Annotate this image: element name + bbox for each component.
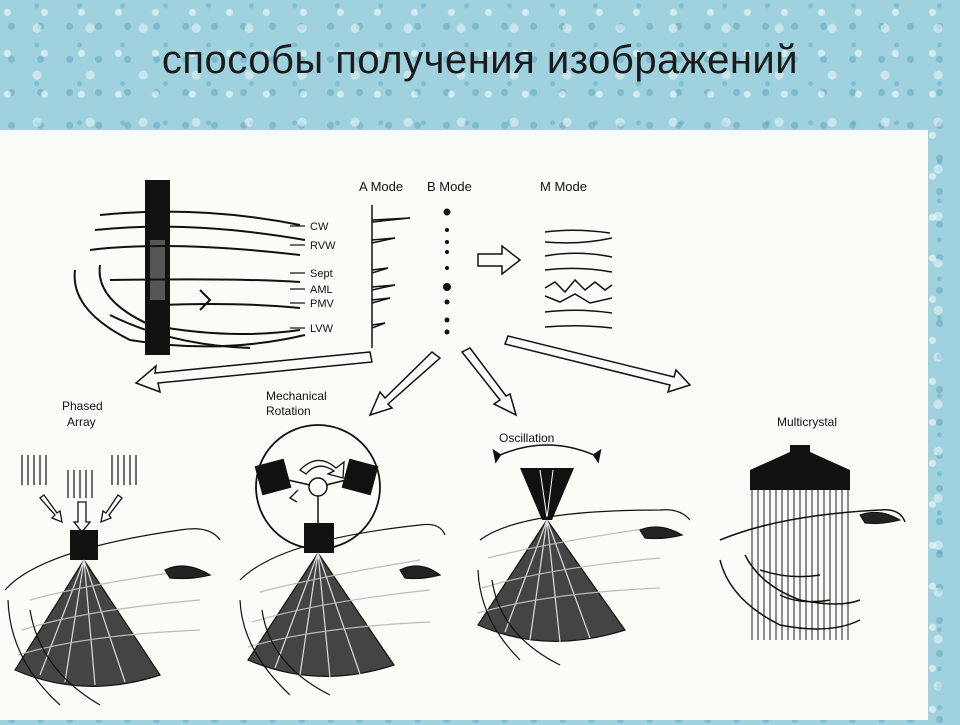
- layer-label-sept: Sept: [310, 268, 333, 280]
- sector-scan-phased: [4, 528, 221, 706]
- arrow-b-to-m: [477, 244, 522, 276]
- sector-scan-mechanical: [239, 523, 446, 696]
- layer-label-cw: CW: [310, 221, 329, 233]
- mechanical-rotation-label-2: Rotation: [266, 404, 311, 418]
- layer-label-lvw: LVW: [310, 323, 334, 335]
- a-mode-trace: [371, 205, 411, 348]
- b-mode-label: B Mode: [427, 179, 472, 194]
- layer-label-pmv: PMV: [310, 298, 335, 310]
- layer-label-rvw: RVW: [310, 240, 336, 252]
- layer-label-aml: AML: [310, 284, 333, 296]
- m-mode-label: M Mode: [540, 179, 587, 194]
- oscillation-probe: [492, 444, 602, 520]
- ultrasound-modes-diagram: A Mode B Mode M Mode CW RVW Sept AML PMV…: [4, 179, 906, 706]
- m-mode-trace: [544, 229, 613, 329]
- multicrystal-label: Multicrystal: [777, 415, 837, 429]
- phased-array-label-2: Array: [67, 415, 96, 429]
- layer-leaders: [290, 225, 305, 329]
- sector-scan-oscillation: [477, 509, 691, 666]
- a-mode-label: A Mode: [359, 179, 403, 194]
- linear-scan-multicrystal: [719, 490, 906, 640]
- mechanical-rotation-probe: [254, 424, 381, 553]
- multicrystal-probe: [750, 445, 850, 490]
- phased-array-label-1: Phased: [62, 399, 103, 413]
- b-mode-dots: [443, 208, 451, 335]
- mechanical-rotation-label-1: Mechanical: [266, 389, 327, 403]
- heart-cross-section: [73, 180, 306, 355]
- slide-title: способы получения изображений: [161, 38, 799, 82]
- branch-arrows: [134, 335, 692, 417]
- phased-array-probe: [21, 455, 137, 560]
- diagram-panel: A Mode B Mode M Mode CW RVW Sept AML PMV…: [0, 130, 928, 720]
- oscillation-label: Oscillation: [499, 431, 554, 445]
